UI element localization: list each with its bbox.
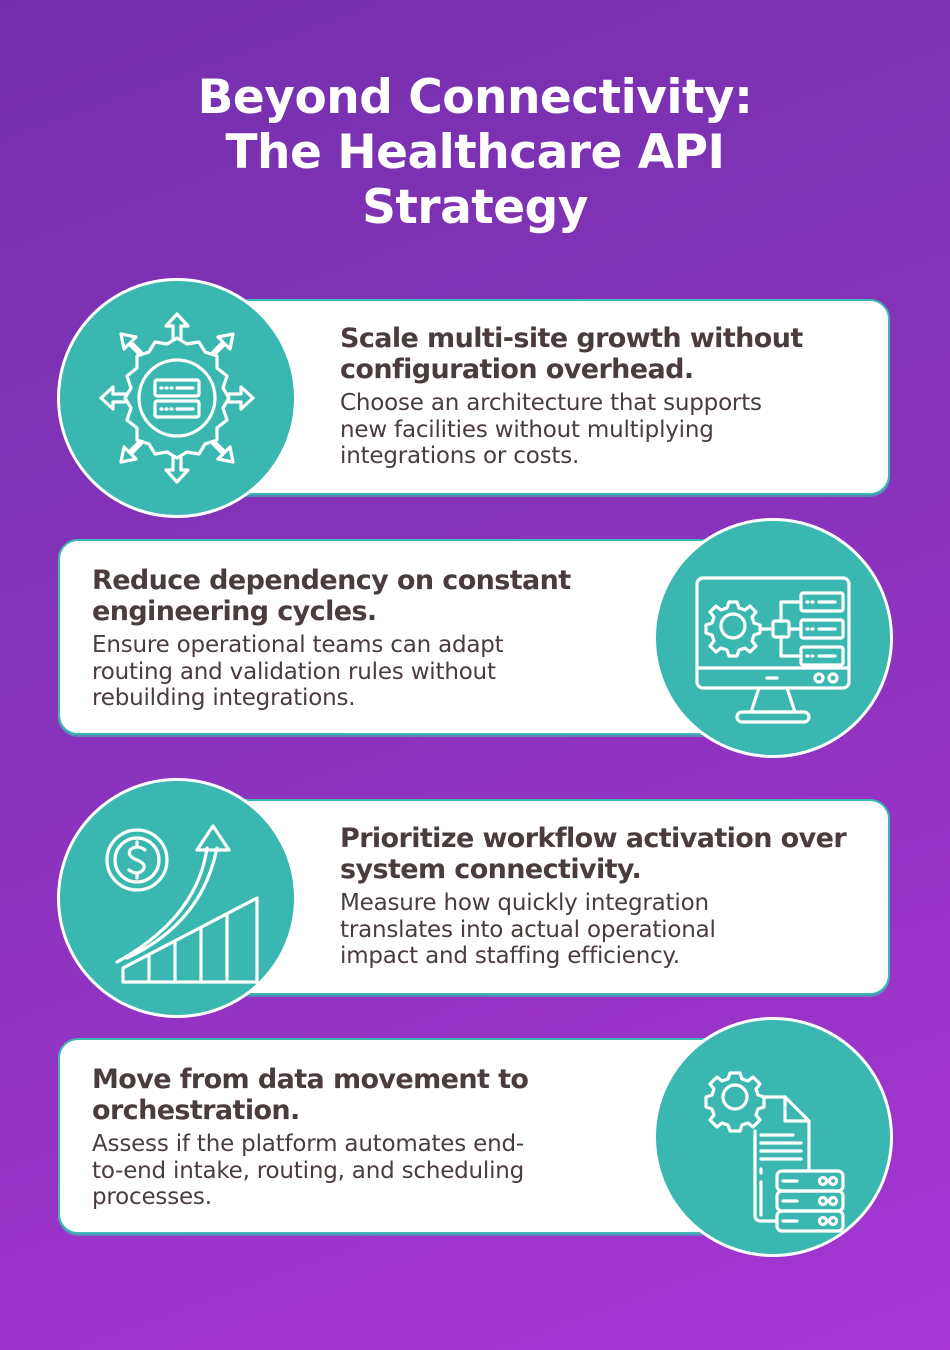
icon-circle-2 [653, 518, 893, 758]
strategy-card-2: Reduce dependency on constant engineerin… [58, 539, 748, 735]
body-line: impact and staffing efficiency. [340, 943, 680, 969]
card-heading: Scale multi-site growth without configur… [340, 323, 888, 385]
heading-line: orchestration. [92, 1095, 300, 1126]
card-heading: Reduce dependency on constant engineerin… [92, 565, 746, 627]
body-line: translates into actual operational [340, 916, 716, 943]
body-line: Choose an architecture that supports [340, 390, 762, 416]
strategy-card-1: Scale multi-site growth without configur… [190, 299, 890, 495]
card-body: Ensure operational teams can adapt routi… [92, 632, 746, 712]
body-line: Measure how quickly integration [340, 890, 709, 916]
title-line: The Healthcare API [225, 125, 725, 180]
body-line: rebuilding integrations. [92, 685, 356, 711]
body-line: new facilities without multiplying [340, 416, 714, 443]
dollar-growth-chart-icon [105, 824, 259, 984]
body-line: Ensure operational teams can adapt [92, 632, 504, 658]
card-heading: Move from data movement to orchestration… [92, 1064, 746, 1126]
title-line: Beyond Connectivity: [197, 70, 753, 125]
heading-line: engineering cycles. [92, 596, 377, 627]
title-line: Strategy [362, 180, 588, 235]
card-body: Measure how quickly integration translat… [340, 890, 888, 970]
card-body: Assess if the platform automates end- to… [92, 1131, 746, 1211]
card-heading: Prioritize workflow activation over syst… [340, 823, 888, 885]
icon-circle-4 [653, 1017, 893, 1257]
body-line: integrations or costs. [340, 443, 580, 469]
body-line: routing and validation rules without [92, 658, 496, 685]
heading-line: configuration overhead. [340, 354, 694, 385]
icon-circle-3 [57, 778, 297, 1018]
heading-line: Move from data movement to [92, 1064, 529, 1095]
strategy-card-4: Move from data movement to orchestration… [58, 1038, 748, 1234]
document-gear-database-icon [704, 1071, 845, 1233]
body-line: processes. [92, 1184, 212, 1210]
icon-circle-1 [57, 278, 297, 518]
body-line: to-end intake, routing, and scheduling [92, 1157, 525, 1184]
monitor-workflow-gear-icon [695, 576, 851, 724]
heading-line: Prioritize workflow activation over [340, 823, 847, 854]
strategy-card-3: Prioritize workflow activation over syst… [190, 799, 890, 995]
card-body: Choose an architecture that supports new… [340, 390, 888, 470]
heading-line: Reduce dependency on constant [92, 565, 571, 596]
heading-line: Scale multi-site growth without [340, 323, 803, 354]
network-server-hub-icon [99, 312, 255, 484]
heading-line: system connectivity. [340, 854, 642, 885]
page-title: Beyond Connectivity: The Healthcare API … [0, 70, 950, 235]
body-line: Assess if the platform automates end- [92, 1131, 524, 1157]
